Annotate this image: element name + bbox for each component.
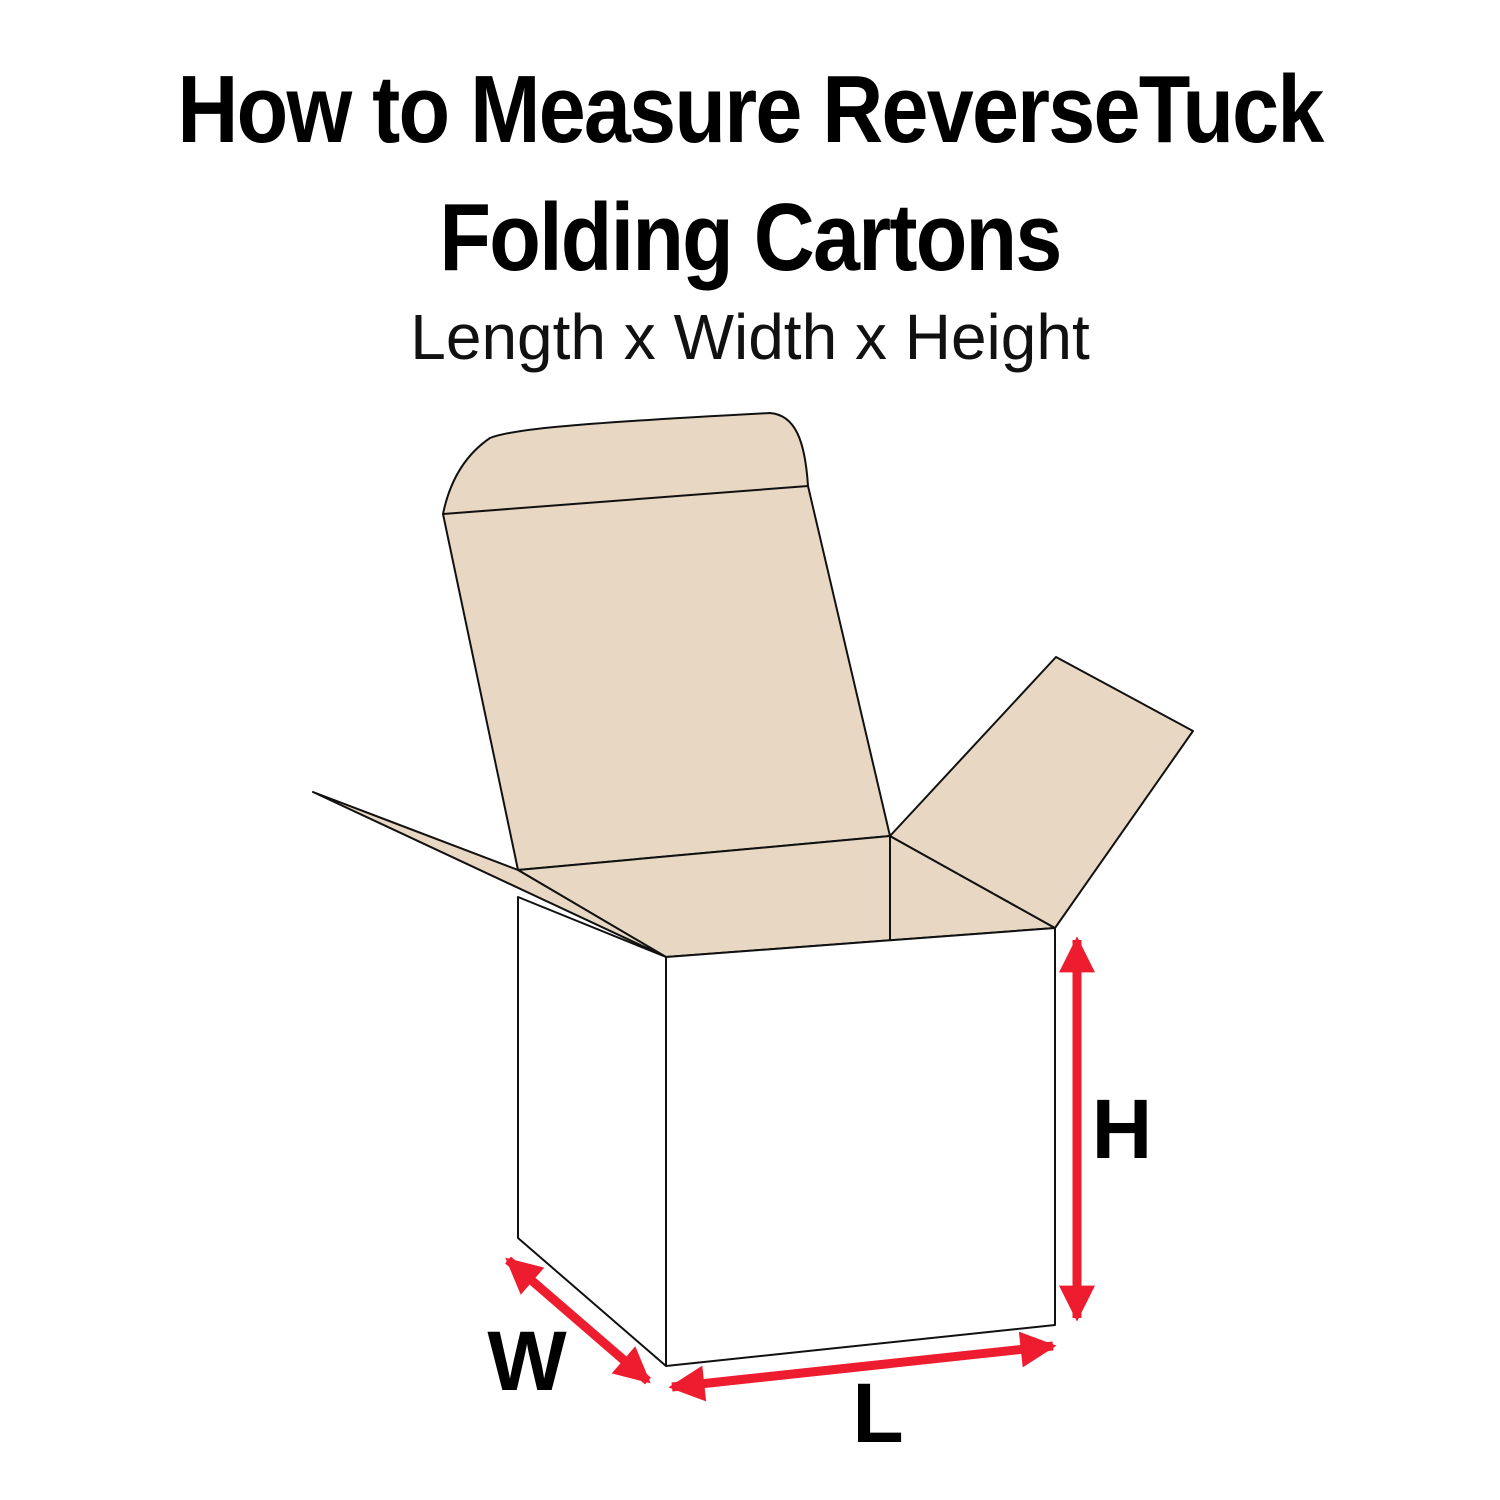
title-line-1: How to Measure ReverseTuck bbox=[177, 56, 1324, 163]
tuck-flap bbox=[442, 412, 891, 871]
carton-front-face bbox=[665, 927, 1056, 1367]
carton-side-face bbox=[517, 896, 667, 1367]
height-label: H bbox=[1092, 1082, 1153, 1176]
length-label: L bbox=[852, 1366, 903, 1460]
left-dust-flap bbox=[312, 791, 667, 958]
subtitle: Length x Width x Height bbox=[410, 301, 1090, 373]
width-arrow bbox=[505, 1256, 651, 1385]
length-arrow bbox=[668, 1331, 1057, 1402]
title-line-2: Folding Cartons bbox=[439, 184, 1062, 291]
right-dust-flap bbox=[889, 656, 1194, 929]
tuck-fold-line bbox=[442, 485, 809, 515]
width-label: W bbox=[487, 1314, 567, 1408]
